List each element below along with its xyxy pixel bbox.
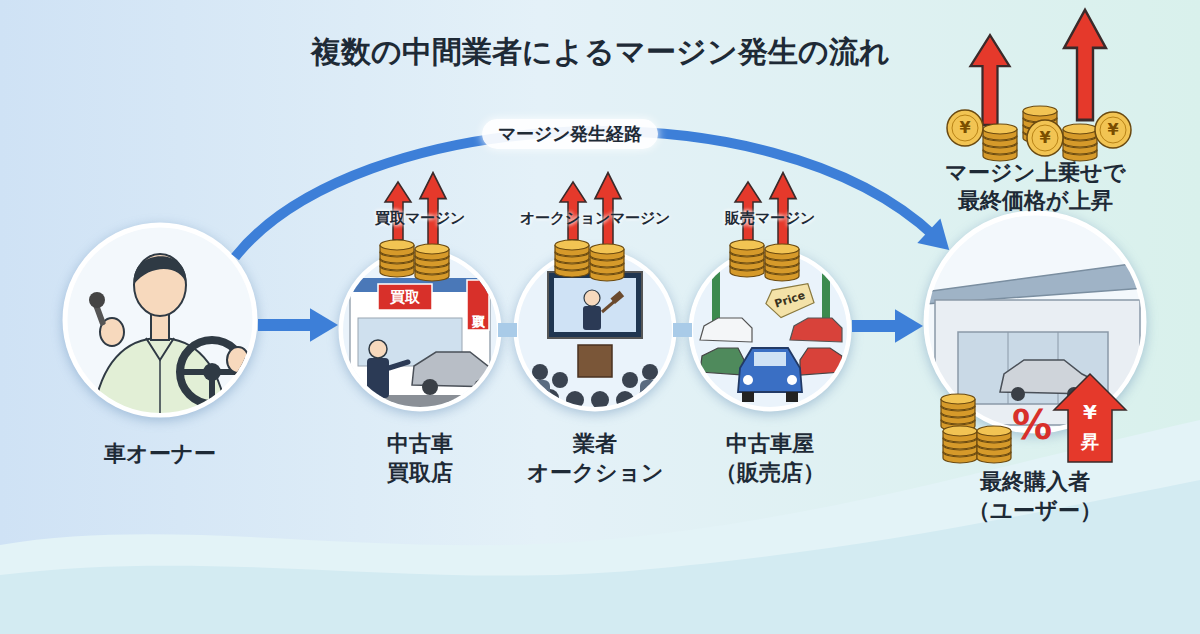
- node-label-group: 車オーナー: [22, 440, 298, 469]
- flow-node: 最終購入者 （ユーザー）: [923, 210, 1147, 532]
- margin-label: 販売マージン: [725, 209, 815, 228]
- connector-line: [258, 319, 316, 331]
- shop-sign: 買取: [390, 288, 420, 307]
- coin-symbol: ¥: [1039, 128, 1050, 148]
- arrow-head: [917, 219, 949, 250]
- flow-node: 中古車 買取店: [338, 248, 502, 494]
- connector-line: [235, 131, 935, 257]
- node-circle: [923, 210, 1147, 434]
- diagram-title: 複数の中間業者によるマージン発生の流れ: [0, 32, 1200, 73]
- flow-node: 車オーナー: [62, 222, 258, 504]
- node-label: 中古車屋 （販売店）: [695, 430, 845, 487]
- node-label: 業者 オークション: [520, 430, 670, 487]
- margin-label: 買取マージン: [375, 209, 465, 228]
- circle-outline: [516, 251, 674, 409]
- flow-connector: [235, 131, 949, 257]
- arrow-symbol: ¥: [1083, 400, 1097, 425]
- node-circle: [338, 248, 502, 412]
- arrow-symbol: 昇: [1081, 431, 1099, 454]
- flow-connector: [258, 308, 338, 342]
- node-label: 車オーナー: [70, 440, 250, 469]
- margin-label: オークションマージン: [520, 209, 670, 228]
- node-circle: [62, 222, 258, 418]
- circle-outline: [341, 251, 499, 409]
- coin-symbol: ¥: [959, 118, 970, 138]
- coin-symbol: ¥: [1107, 120, 1118, 140]
- rising-coins: [947, 10, 1131, 161]
- circle-outline: [65, 225, 255, 415]
- node-label-group: 中古車 買取店: [298, 430, 542, 487]
- background-wave: [0, 420, 1200, 634]
- flow-connector: [852, 309, 923, 343]
- connector-line: [852, 320, 901, 332]
- node-label: 最終購入者 （ユーザー）: [960, 468, 1110, 525]
- connector-label: マージン発生経路: [482, 119, 658, 149]
- flow-node: 業者 オークション: [513, 248, 677, 494]
- node-circle: [513, 248, 677, 412]
- percent-symbol: %: [1012, 400, 1052, 450]
- node-circle: [688, 248, 852, 412]
- shop-illustration: [340, 250, 500, 415]
- result-note: マージン上乗せで 最終価格が上昇: [920, 159, 1150, 214]
- arrow-head: [895, 309, 923, 343]
- arrow-head: [310, 308, 338, 342]
- node-label: 中古車 買取店: [370, 430, 470, 487]
- circle-outline: [926, 213, 1144, 431]
- node-label-group: 最終購入者 （ユーザー）: [883, 468, 1187, 525]
- node-label-group: 中古車屋 （販売店）: [648, 430, 892, 487]
- flow-node: 中古車屋 （販売店）: [688, 248, 852, 494]
- circle-outline: [691, 251, 849, 409]
- node-label-group: 業者 オークション: [473, 430, 717, 487]
